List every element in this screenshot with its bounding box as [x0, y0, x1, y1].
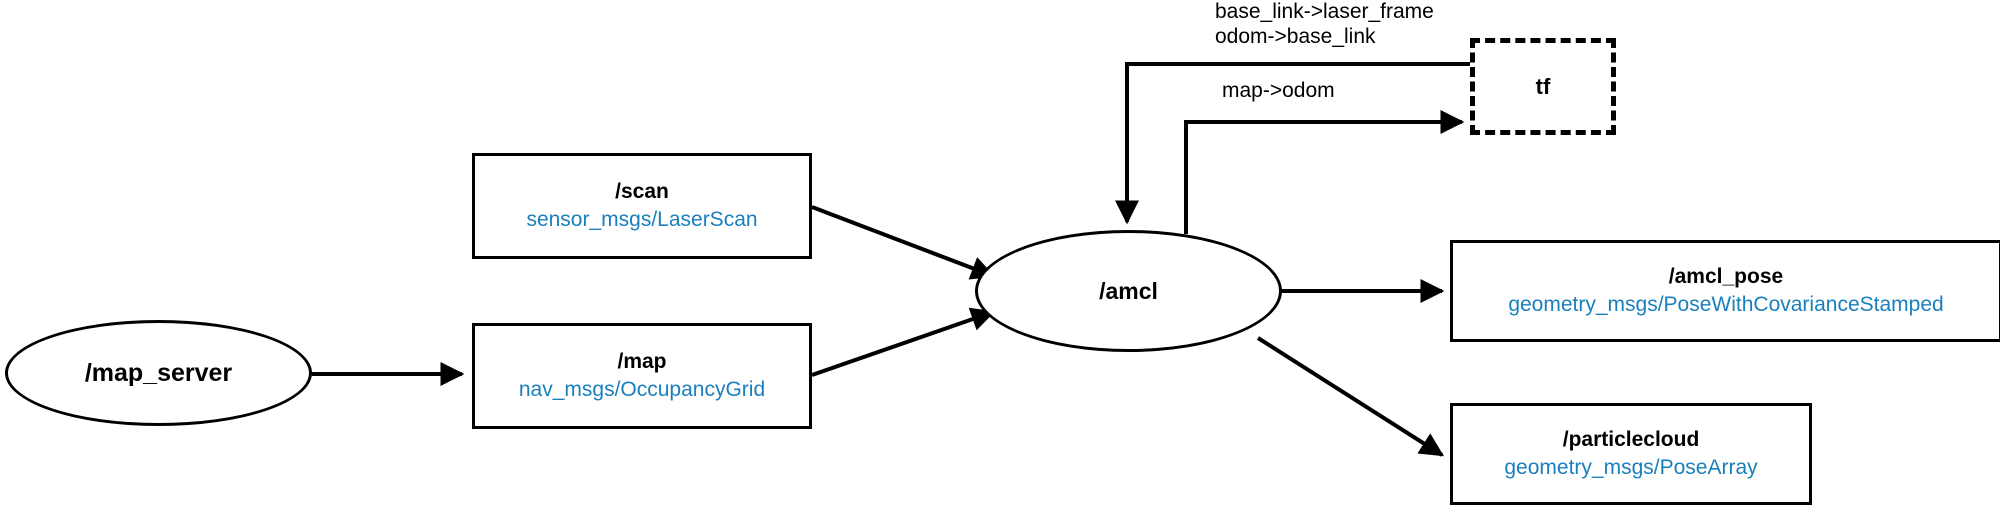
- node-tf-label: tf: [1535, 73, 1551, 99]
- topic-particlecloud-name: /particlecloud: [1562, 428, 1700, 452]
- topic-scan-name: /scan: [615, 180, 669, 204]
- topic-amcl-pose[interactable]: /amcl_pose geometry_msgs/PoseWithCovaria…: [1450, 240, 2000, 342]
- topic-map-type: nav_msgs/OccupancyGrid: [518, 378, 766, 401]
- node-tf[interactable]: tf: [1470, 38, 1616, 135]
- node-map-server-label: /map_server: [84, 358, 233, 387]
- edge-scan-to-amcl: [811, 205, 996, 280]
- topic-map-name: /map: [617, 350, 667, 374]
- edge-label-tf-in-line2: odom->base_link: [1215, 25, 1376, 48]
- edge-amcl-to-tf: [1184, 110, 1465, 234]
- topic-map[interactable]: /map nav_msgs/OccupancyGrid: [472, 323, 812, 429]
- topic-scan-type: sensor_msgs/LaserScan: [526, 208, 758, 231]
- topic-particlecloud-type: geometry_msgs/PoseArray: [1504, 456, 1758, 479]
- edge-label-tf-in-line1: base_link->laser_frame: [1215, 0, 1434, 23]
- edge-amcl-to-particlecloud: [1256, 336, 1445, 457]
- topic-scan[interactable]: /scan sensor_msgs/LaserScan: [472, 153, 812, 259]
- node-amcl[interactable]: /amcl: [975, 230, 1282, 352]
- edge-label-tf-out: map->odom: [1222, 79, 1335, 102]
- node-amcl-label: /amcl: [1099, 277, 1158, 304]
- topic-amcl-pose-name: /amcl_pose: [1668, 265, 1784, 289]
- topic-particlecloud[interactable]: /particlecloud geometry_msgs/PoseArray: [1450, 403, 1812, 505]
- edge-map-to-amcl: [811, 307, 996, 377]
- topic-amcl-pose-type: geometry_msgs/PoseWithCovarianceStamped: [1508, 293, 1944, 316]
- node-map-server[interactable]: /map_server: [5, 320, 312, 426]
